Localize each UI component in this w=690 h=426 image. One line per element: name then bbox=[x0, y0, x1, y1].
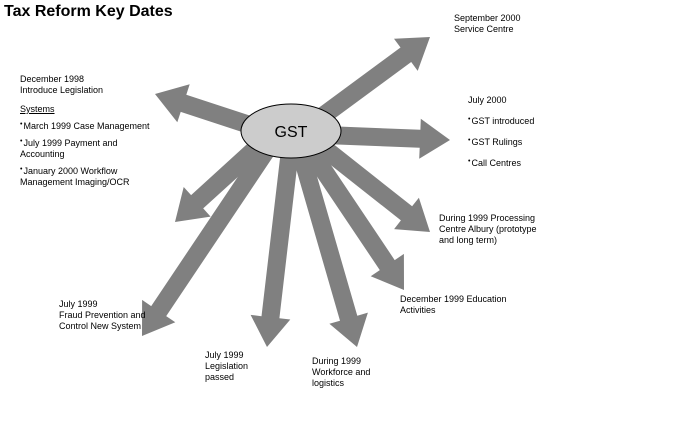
arrow-to-fraud bbox=[142, 140, 278, 336]
label-legislation-passed: July 1999 Legislation passed bbox=[205, 350, 248, 383]
jul-2000-item: GST Rulings bbox=[468, 135, 534, 148]
label-fraud-prevention: July 1999 Fraud Prevention and Control N… bbox=[59, 299, 146, 332]
label-line: Centre Albury (prototype bbox=[439, 224, 537, 234]
arrow-to-workforce bbox=[291, 147, 368, 347]
arrow-to-jul-2000 bbox=[324, 118, 450, 159]
arrow-to-sep-2000 bbox=[314, 37, 430, 126]
label-dec-1998: December 1998 Introduce Legislation Syst… bbox=[20, 74, 150, 188]
arrow-to-legislation bbox=[250, 149, 299, 347]
label-line: December 1998 bbox=[20, 74, 85, 84]
label-line: December 1999 Education bbox=[400, 294, 507, 304]
arrow-group bbox=[142, 37, 450, 347]
label-line: Service Centre bbox=[454, 24, 514, 34]
label-line: and long term) bbox=[439, 235, 498, 245]
systems-item: July 1999 Payment and bbox=[20, 136, 150, 149]
systems-heading: Systems bbox=[20, 104, 55, 114]
label-line: September 2000 bbox=[454, 13, 521, 23]
label-line: Activities bbox=[400, 305, 436, 315]
label-line: passed bbox=[205, 372, 235, 382]
label-line: July 1999 bbox=[205, 350, 244, 360]
jul-2000-item: GST introduced bbox=[468, 114, 534, 127]
label-line: July 1999 bbox=[59, 299, 98, 309]
arrow-to-systems bbox=[175, 133, 272, 222]
label-processing-centre: During 1999 Processing Centre Albury (pr… bbox=[439, 213, 537, 246]
label-education: December 1999 Education Activities bbox=[400, 294, 507, 316]
systems-item-cont: Accounting bbox=[20, 149, 65, 159]
label-line: Fraud Prevention and bbox=[59, 310, 146, 320]
label-line: During 1999 bbox=[312, 356, 362, 366]
label-line: During 1999 Processing bbox=[439, 213, 536, 223]
label-line: Control New System bbox=[59, 321, 142, 331]
gst-hub-label: GST bbox=[275, 124, 308, 141]
systems-item-cont: Management Imaging/OCR bbox=[20, 177, 130, 187]
label-jul-2000: July 2000 GST introduced GST Rulings Cal… bbox=[468, 95, 534, 169]
jul-2000-item: Call Centres bbox=[468, 156, 534, 169]
arrow-to-processing bbox=[314, 137, 430, 232]
systems-item: March 1999 Case Management bbox=[20, 119, 149, 132]
arrow-to-dec-1998 bbox=[155, 84, 268, 139]
arrow-to-education bbox=[302, 145, 404, 290]
label-line: Legislation bbox=[205, 361, 249, 371]
systems-item: January 2000 Workflow bbox=[20, 164, 150, 177]
label-line: logistics bbox=[312, 378, 345, 388]
label-line: July 2000 bbox=[468, 95, 507, 105]
diagram-title: Tax Reform Key Dates bbox=[4, 3, 173, 20]
label-line: Introduce Legislation bbox=[20, 85, 104, 95]
gst-hub bbox=[240, 103, 342, 159]
label-workforce: During 1999 Workforce and logistics bbox=[312, 356, 370, 389]
label-sep-2000: September 2000 Service Centre bbox=[454, 13, 521, 35]
label-line: Workforce and bbox=[312, 367, 371, 377]
